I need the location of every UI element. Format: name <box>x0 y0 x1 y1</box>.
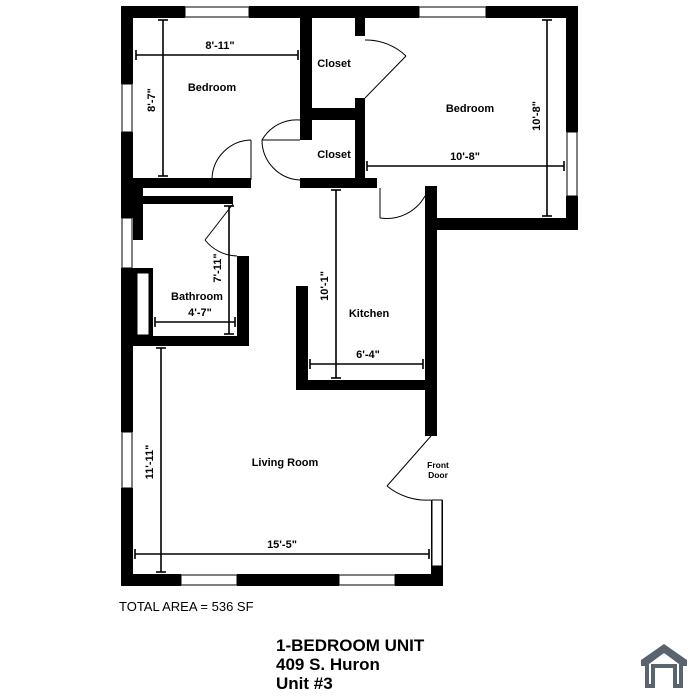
room-label-closet-lower: Closet <box>317 149 351 161</box>
dim-kitchen-height: 10'-1" <box>319 271 331 301</box>
room-label-living-room: Living Room <box>252 457 319 469</box>
dim-bathroom-height: 7'-11" <box>212 253 224 282</box>
dim-living-height: 11'-11" <box>144 445 156 480</box>
unit-title-line1: 1-BEDROOM UNIT <box>276 636 425 655</box>
dim-bathroom-width: 4'-7" <box>188 307 212 319</box>
unit-title-line3: Unit #3 <box>276 674 333 693</box>
dim-bedroom-large-height: 10'-8" <box>531 101 543 131</box>
exterior-walls <box>121 6 578 586</box>
dim-living-width: 15'-5" <box>267 539 297 551</box>
room-label-kitchen: Kitchen <box>349 308 390 320</box>
dim-bedroom-small-width: 8'-11" <box>205 40 234 52</box>
interior-walls <box>133 6 437 390</box>
front-door-label-line1: Front <box>427 460 449 470</box>
dim-bedroom-large-width: 10'-8" <box>450 151 480 163</box>
room-label-closet-top: Closet <box>317 58 351 70</box>
room-label-bedroom-small: Bedroom <box>188 82 237 94</box>
room-label-bathroom: Bathroom <box>171 291 223 303</box>
room-label-bedroom-large: Bedroom <box>446 103 495 115</box>
house-outline-icon <box>641 644 687 688</box>
windows <box>121 6 578 586</box>
dim-kitchen-width: 6'-4" <box>356 349 380 361</box>
dim-bedroom-small-height: 8'-7" <box>146 88 158 112</box>
unit-title-line2: 409 S. Huron <box>276 655 380 674</box>
total-area: TOTAL AREA = 536 SF <box>119 599 254 614</box>
unit-title-block: 1-BEDROOM UNIT 409 S. Huron Unit #3 <box>276 636 424 693</box>
front-door-label-line2: Door <box>428 470 449 480</box>
dimension-lines <box>134 19 565 573</box>
